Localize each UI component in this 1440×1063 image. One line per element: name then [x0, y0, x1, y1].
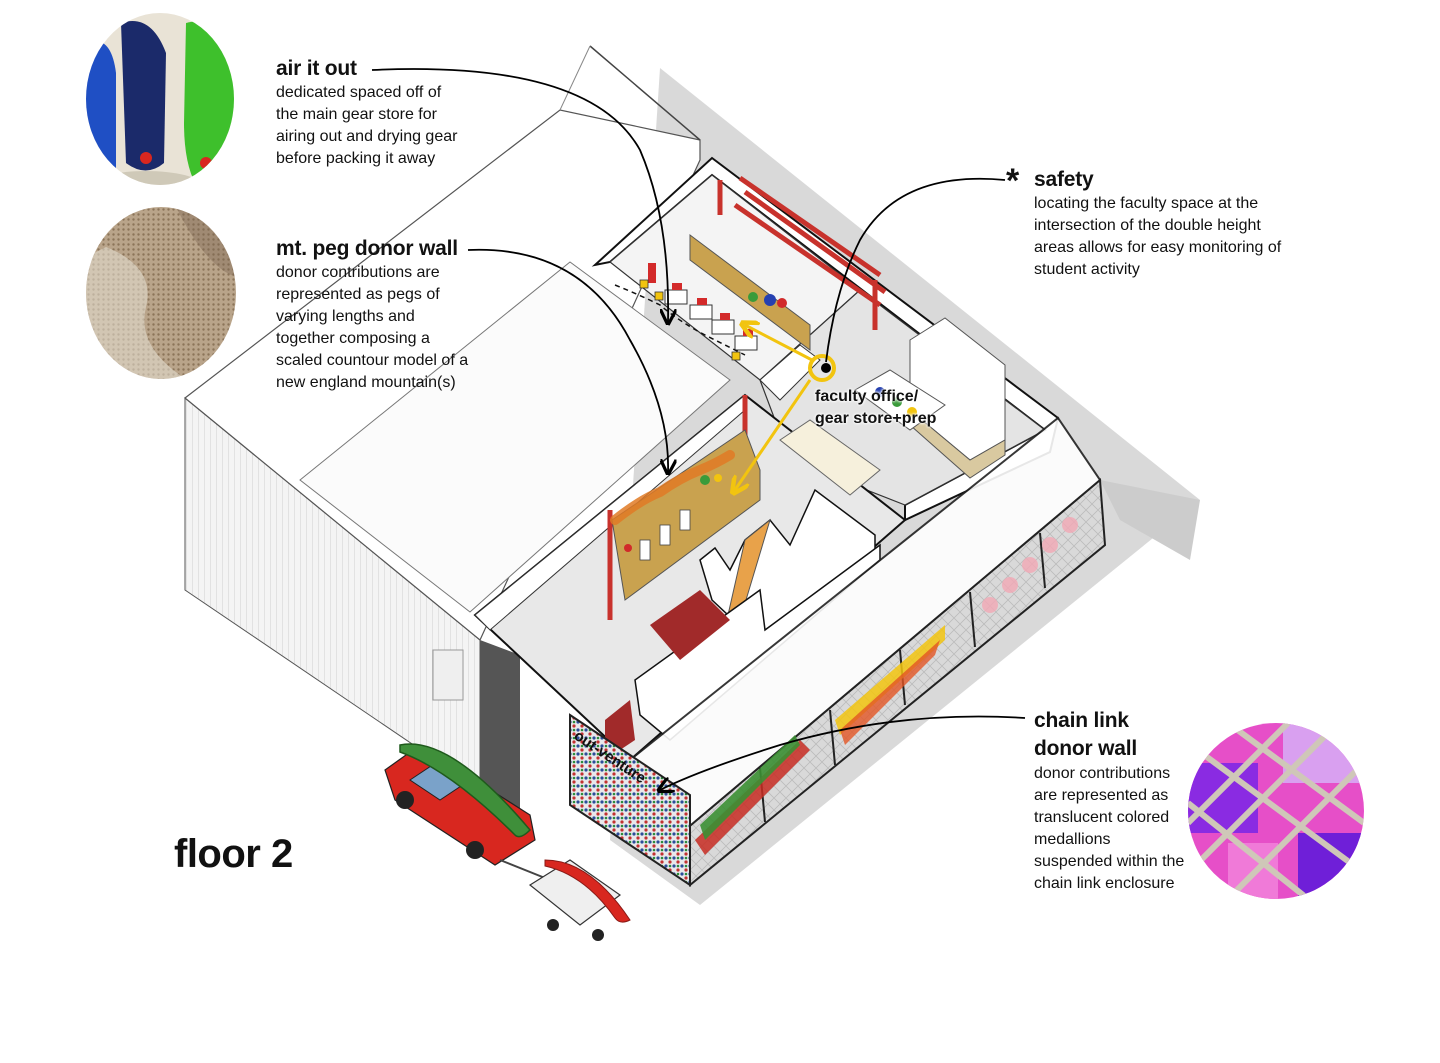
structural-steel	[607, 175, 887, 620]
annotation-title: chain link donor wall	[1034, 709, 1138, 760]
faculty-office	[779, 317, 1006, 496]
floor-label: floor 2	[174, 832, 293, 876]
climbing-wall-block	[605, 488, 881, 760]
gear-drying-room	[614, 234, 821, 401]
annotation-air-it-out: air it out dedicated spaced off of the m…	[276, 56, 457, 170]
circulation-arrows	[735, 325, 836, 490]
annotation-body: donor contributions are represented as p…	[276, 264, 469, 391]
leader-mt-peg	[467, 248, 668, 472]
annotation-body: donor contributions are represented as t…	[1034, 765, 1185, 892]
annotation-title: air it out	[276, 57, 357, 80]
annotation-chain-link-donor-wall: chain link donor wall donor contribution…	[1034, 707, 1184, 895]
trailer-with-kayak	[528, 859, 631, 941]
leader-air-it-out	[371, 68, 668, 322]
annotation-safety: safety locating the faculty space at the…	[1034, 167, 1281, 281]
leader-chain-link	[660, 715, 1026, 790]
peg-donor-wall	[610, 429, 761, 601]
annotation-title: safety	[1034, 168, 1094, 191]
room-label-faculty-office: faculty office/ gear store+prep	[815, 388, 937, 427]
annotation-body: dedicated spaced off of the main gear st…	[276, 84, 458, 167]
adjacent-building	[184, 45, 731, 810]
leader-lines	[371, 68, 1026, 790]
safety-asterisk-icon: *	[1006, 162, 1020, 200]
peg-wall-photo	[86, 207, 236, 379]
annotation-title: mt. peg donor wall	[276, 237, 458, 260]
leader-safety	[825, 177, 1006, 363]
sleeping-bags-photo	[86, 13, 234, 185]
chain-link-medallions-photo	[1188, 723, 1364, 899]
annotation-body: locating the faculty space at the inters…	[1034, 195, 1282, 278]
annotation-mt-peg-donor-wall: mt. peg donor wall donor contributions a…	[276, 236, 468, 394]
chain-link-enclosure	[628, 416, 1107, 887]
truck-with-kayak	[384, 743, 551, 881]
